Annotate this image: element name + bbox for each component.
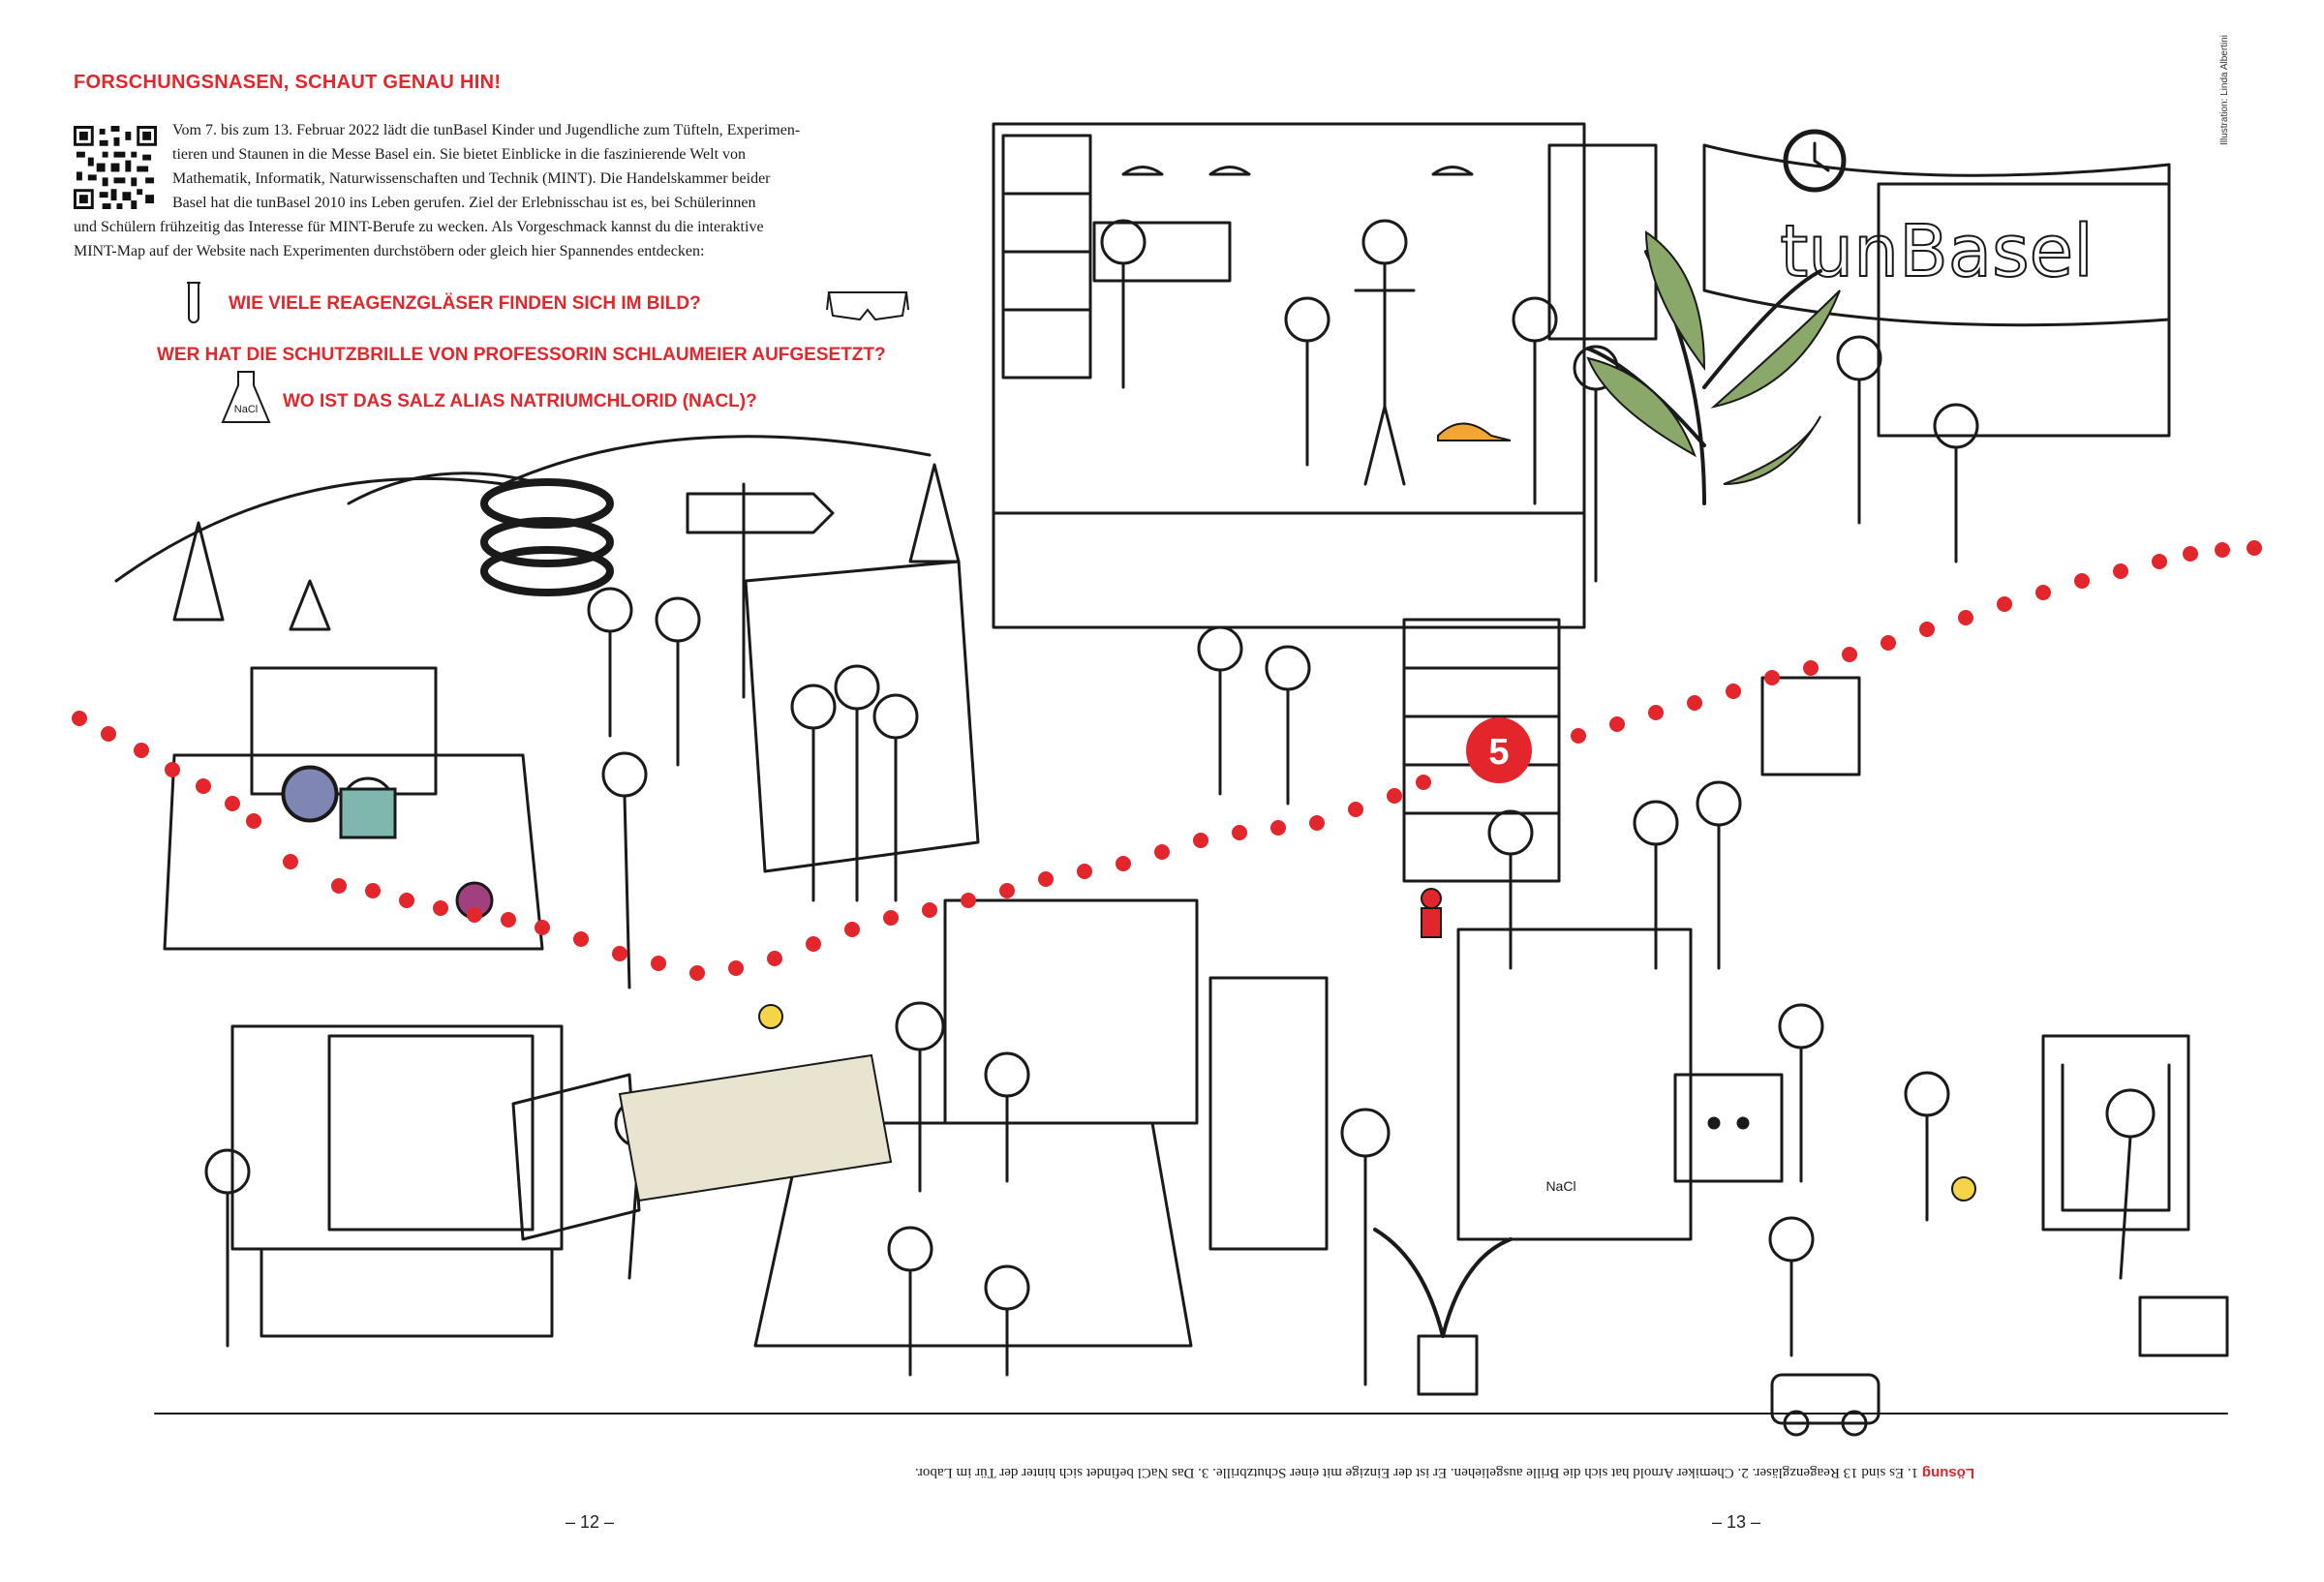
laptop bbox=[2138, 1295, 2229, 1357]
tunbasel-banner bbox=[1702, 143, 2171, 327]
tire bbox=[480, 478, 614, 529]
3d-printer bbox=[230, 1024, 564, 1251]
circuit-board bbox=[2041, 1034, 2190, 1232]
flask bbox=[281, 765, 339, 823]
plant-leaf bbox=[1644, 230, 1706, 372]
hill-line bbox=[114, 435, 932, 583]
page-number-right: – 13 – bbox=[1712, 1512, 1761, 1532]
ceiling-lamp bbox=[1121, 166, 1164, 176]
question-3: WO IST DAS SALZ ALIAS NATRIUMCHLORID (NA… bbox=[283, 391, 757, 411]
solution-line: Lösung 1. Es sind 13 Reagenzgläser. 2. C… bbox=[915, 1464, 1974, 1481]
laptop bbox=[511, 1073, 641, 1241]
toy-figure bbox=[1421, 888, 1442, 909]
page-number-left: – 12 – bbox=[566, 1512, 615, 1532]
traffic-cone bbox=[908, 463, 961, 563]
poster bbox=[1547, 143, 1658, 341]
plant-pot bbox=[1417, 1334, 1479, 1396]
intro-line: MINT-Map auf der Website nach Experiment… bbox=[74, 243, 705, 259]
illustration-credit: Illustration: Linda Albertini bbox=[2219, 35, 2230, 145]
banner-text: tunBasel bbox=[1780, 210, 2094, 293]
clock-icon bbox=[1783, 129, 1847, 193]
nacl-flask-label: NaCl bbox=[234, 404, 258, 415]
safety-goggles-icon bbox=[826, 291, 909, 321]
question-1: WIE VIELE REAGENZGLÄSER FINDEN SICH IM B… bbox=[229, 293, 701, 314]
intro-line: tieren und Staunen in die Messe Basel ei… bbox=[172, 146, 747, 163]
test-tube-icon bbox=[187, 282, 200, 323]
monitor bbox=[250, 666, 438, 796]
booth bbox=[1877, 182, 2171, 438]
skeleton-skull bbox=[1361, 219, 1408, 265]
nacl-flask-icon: NaCl bbox=[221, 371, 271, 423]
light-bulb-icon bbox=[758, 1004, 783, 1029]
path-marker-number: 5 bbox=[1488, 732, 1509, 773]
block-tower bbox=[1402, 618, 1561, 883]
lab-table bbox=[163, 753, 544, 951]
lab-room bbox=[992, 122, 1586, 629]
easel-board bbox=[744, 560, 980, 873]
flask bbox=[341, 776, 395, 831]
toy-car bbox=[1770, 1373, 1881, 1425]
ceiling-lamp bbox=[1431, 166, 1474, 176]
solution-label: Lösung bbox=[1921, 1465, 1975, 1481]
cabinet bbox=[260, 1247, 554, 1338]
ceiling-lamp bbox=[1208, 166, 1251, 176]
nacl-door-label: NaCl bbox=[1545, 1178, 1575, 1194]
solution-text: 1. Es sind 13 Reagenzgläser. 2. Chemiker… bbox=[915, 1465, 1919, 1480]
red-dotted-path bbox=[72, 540, 2262, 981]
light-bulb-icon bbox=[1951, 1176, 1976, 1202]
cabinet bbox=[1456, 928, 1693, 1241]
bookshelf bbox=[1208, 976, 1329, 1251]
intro-line: Basel hat die tunBasel 2010 ins Leben ge… bbox=[172, 195, 756, 211]
intro-line: Vom 7. bis zum 13. Februar 2022 lädt die… bbox=[172, 122, 801, 138]
intro-line: Mathematik, Informatik, Naturwissenschaf… bbox=[172, 170, 771, 187]
microscope-table bbox=[753, 1121, 1193, 1348]
plant bbox=[1644, 250, 1706, 505]
tire bbox=[480, 546, 614, 596]
headline: FORSCHUNGSNASEN, SCHAUT GENAU HIN! bbox=[74, 72, 502, 93]
monitor bbox=[1760, 676, 1861, 776]
dna-board bbox=[943, 898, 1199, 1125]
tire bbox=[480, 517, 614, 567]
traffic-cone bbox=[289, 579, 331, 631]
question-2: WER HAT DIE SCHUTZBRILLE VON PROFESSORIN… bbox=[157, 345, 886, 365]
intro-line: und Schülern frühzeitig das Interesse fü… bbox=[74, 219, 764, 235]
traffic-cone bbox=[172, 521, 225, 622]
robot bbox=[1673, 1073, 1784, 1183]
qr-code-icon[interactable] bbox=[74, 126, 157, 209]
path-marker-5 bbox=[1466, 717, 1532, 783]
plant bbox=[1373, 1228, 1513, 1338]
